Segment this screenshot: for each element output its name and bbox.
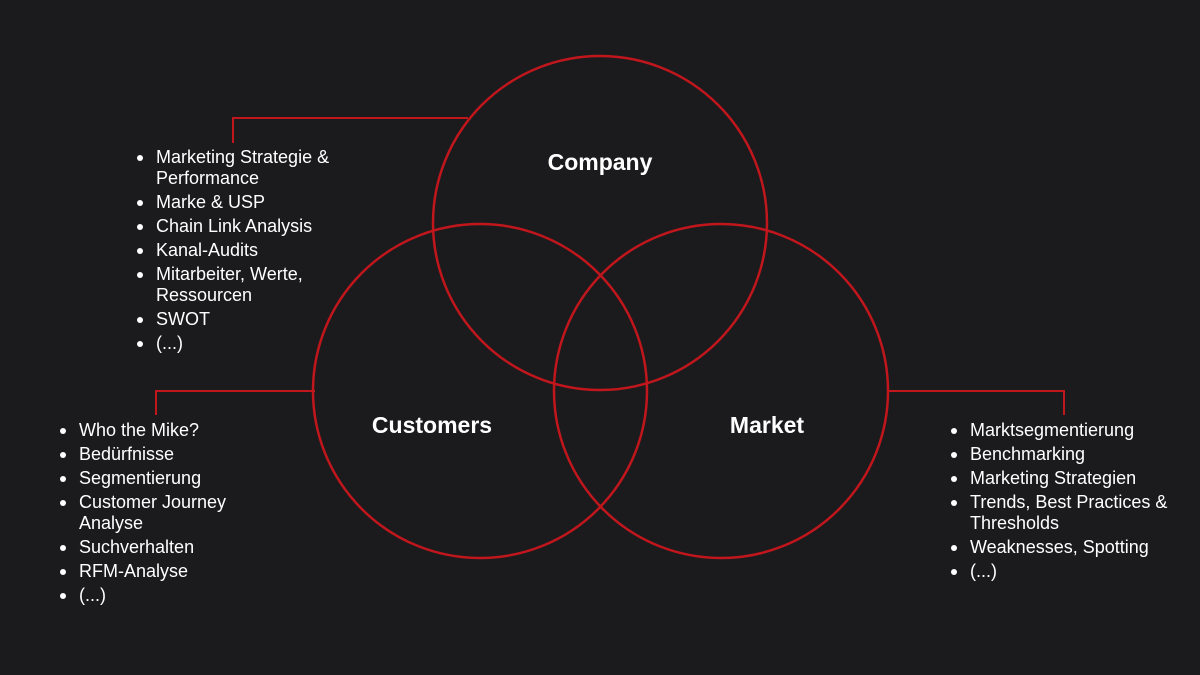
list-item: Customer Journey Analyse xyxy=(60,492,294,534)
company-label: Company xyxy=(548,149,653,175)
list-item: Marktsegmentierung xyxy=(951,420,1200,441)
list-item: Trends, Best Practices & Thresholds xyxy=(951,492,1200,534)
list-item: Segmentierung xyxy=(60,468,294,489)
list-item: Benchmarking xyxy=(951,444,1200,465)
list-item: SWOT xyxy=(137,309,396,330)
list-item: Chain Link Analysis xyxy=(137,216,396,237)
list-item: Kanal-Audits xyxy=(137,240,396,261)
company-connector xyxy=(232,117,468,143)
list-item: Suchverhalten xyxy=(60,537,294,558)
list-item: Weaknesses, Spotting xyxy=(951,537,1200,558)
list-item: Marketing Strategie & Performance xyxy=(137,147,396,189)
list-item: Who the Mike? xyxy=(60,420,294,441)
customers-connector xyxy=(155,390,315,415)
customers-circle xyxy=(311,222,649,560)
list-item: Bedürfnisse xyxy=(60,444,294,465)
company-circle xyxy=(431,54,769,392)
market-bullet-list: Marktsegmentierung Benchmarking Marketin… xyxy=(946,420,1200,585)
customers-bullet-list: Who the Mike? Bedürfnisse Segmentierung … xyxy=(55,420,294,609)
list-item: (...) xyxy=(137,333,396,354)
list-item: Marke & USP xyxy=(137,192,396,213)
market-label: Market xyxy=(730,412,804,438)
list-item: RFM-Analyse xyxy=(60,561,294,582)
market-circle xyxy=(552,222,890,560)
market-connector xyxy=(888,390,1065,415)
list-item: Mitarbeiter, Werte, Ressourcen xyxy=(137,264,396,306)
company-bullet-list: Marketing Strategie & Performance Marke … xyxy=(132,147,396,357)
list-item: (...) xyxy=(60,585,294,606)
list-item: Marketing Strategien xyxy=(951,468,1200,489)
customers-label: Customers xyxy=(372,412,492,438)
list-item: (...) xyxy=(951,561,1200,582)
